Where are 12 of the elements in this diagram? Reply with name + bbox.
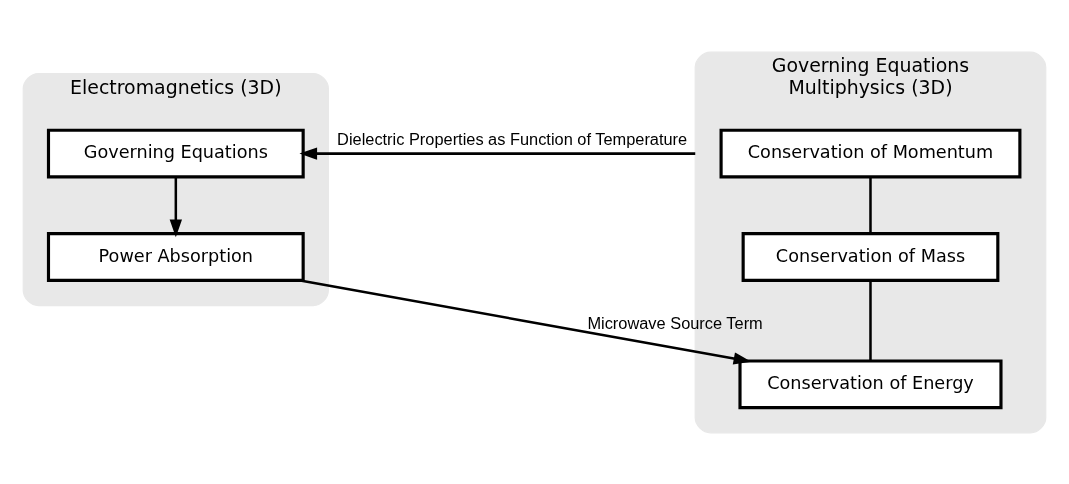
arrow [299,146,696,160]
edge-label: Dielectric Properties as Function of Temperature [337,129,688,148]
connector [869,280,872,361]
node-box: Power Absorption [46,231,305,282]
connector [869,176,872,233]
edge-label: Microwave Source Term [587,313,763,332]
node-box: Conservation of Momentum [719,128,1022,178]
arrow [298,278,752,365]
node-box: Conservation of Energy [738,358,1003,409]
arrow [169,176,182,237]
node-box: Conservation of Mass [741,231,1000,282]
node-box: Governing Equations [46,128,305,178]
